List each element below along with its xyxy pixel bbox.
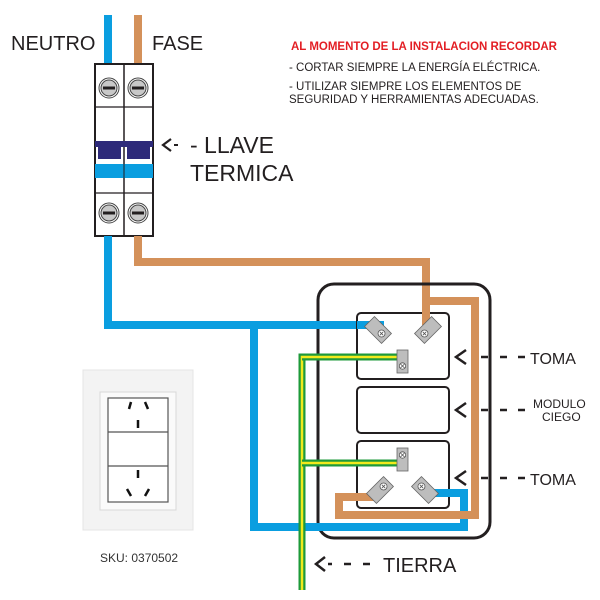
phase-label: FASE [152, 33, 203, 55]
breaker-screw-icon [127, 77, 149, 99]
neutral-wire-stub [104, 236, 112, 250]
warning-line: - CORTAR SIEMPRE LA ENERGÍA ELÉCTRICA. [289, 61, 540, 74]
blank-module-callout: MODULO CIEGO [453, 397, 586, 424]
breaker-label-line1: - LLAVE [190, 132, 274, 158]
phase-wire-stub [134, 236, 142, 250]
arrow-left-icon [313, 556, 326, 572]
outlet-bottom-label: TOMA [530, 472, 576, 489]
blank-module [356, 386, 450, 434]
arrow-left-icon [453, 348, 467, 366]
terminal-screw-icon [410, 475, 440, 505]
neutral-label: NEUTRO [11, 33, 95, 55]
arrow-left-icon [453, 401, 467, 419]
electrical-box [316, 282, 492, 540]
phase-wire-in [134, 15, 142, 65]
double-outlet-plate-icon [82, 369, 194, 531]
outlet-bottom-callout: TOMA [453, 469, 576, 489]
breaker-callout: - LLAVE TERMICA [161, 132, 294, 186]
terminal-screw-icon [365, 475, 395, 505]
outlet-top-label: TOMA [530, 351, 576, 368]
breaker-screw-icon [127, 202, 149, 224]
blank-module-label-line2: CIEGO [542, 410, 581, 424]
blank-module-label-line1: MODULO [533, 397, 586, 411]
phase-wire-out [134, 236, 430, 325]
ground-callout: TIERRA [313, 555, 457, 577]
warning-line: SEGURIDAD Y HERRAMIENTAS ADECUADAS. [289, 94, 539, 106]
ground-label: TIERRA [383, 555, 457, 577]
breaker-label-line2: TERMICA [190, 160, 294, 186]
neutral-wire-in [104, 15, 112, 65]
warning-title: AL MOMENTO DE LA INSTALACION RECORDAR [291, 41, 558, 53]
sku-label: SKU: 0370502 [100, 551, 178, 565]
ground-terminal-icon [396, 349, 409, 374]
breaker-screw-icon [98, 202, 120, 224]
outlet-top-callout: TOMA [453, 348, 576, 368]
arrow-left-icon [453, 469, 467, 487]
arrow-left-icon [161, 138, 172, 152]
warning-line: - UTILIZAR SIEMPRE LOS ELEMENTOS DE [289, 81, 522, 93]
terminal-screw-icon [363, 315, 393, 345]
breaker-screw-icon [98, 77, 120, 99]
ground-terminal-icon [396, 447, 409, 472]
terminal-screw-icon [413, 315, 443, 345]
neutral-wire-out [104, 236, 384, 329]
